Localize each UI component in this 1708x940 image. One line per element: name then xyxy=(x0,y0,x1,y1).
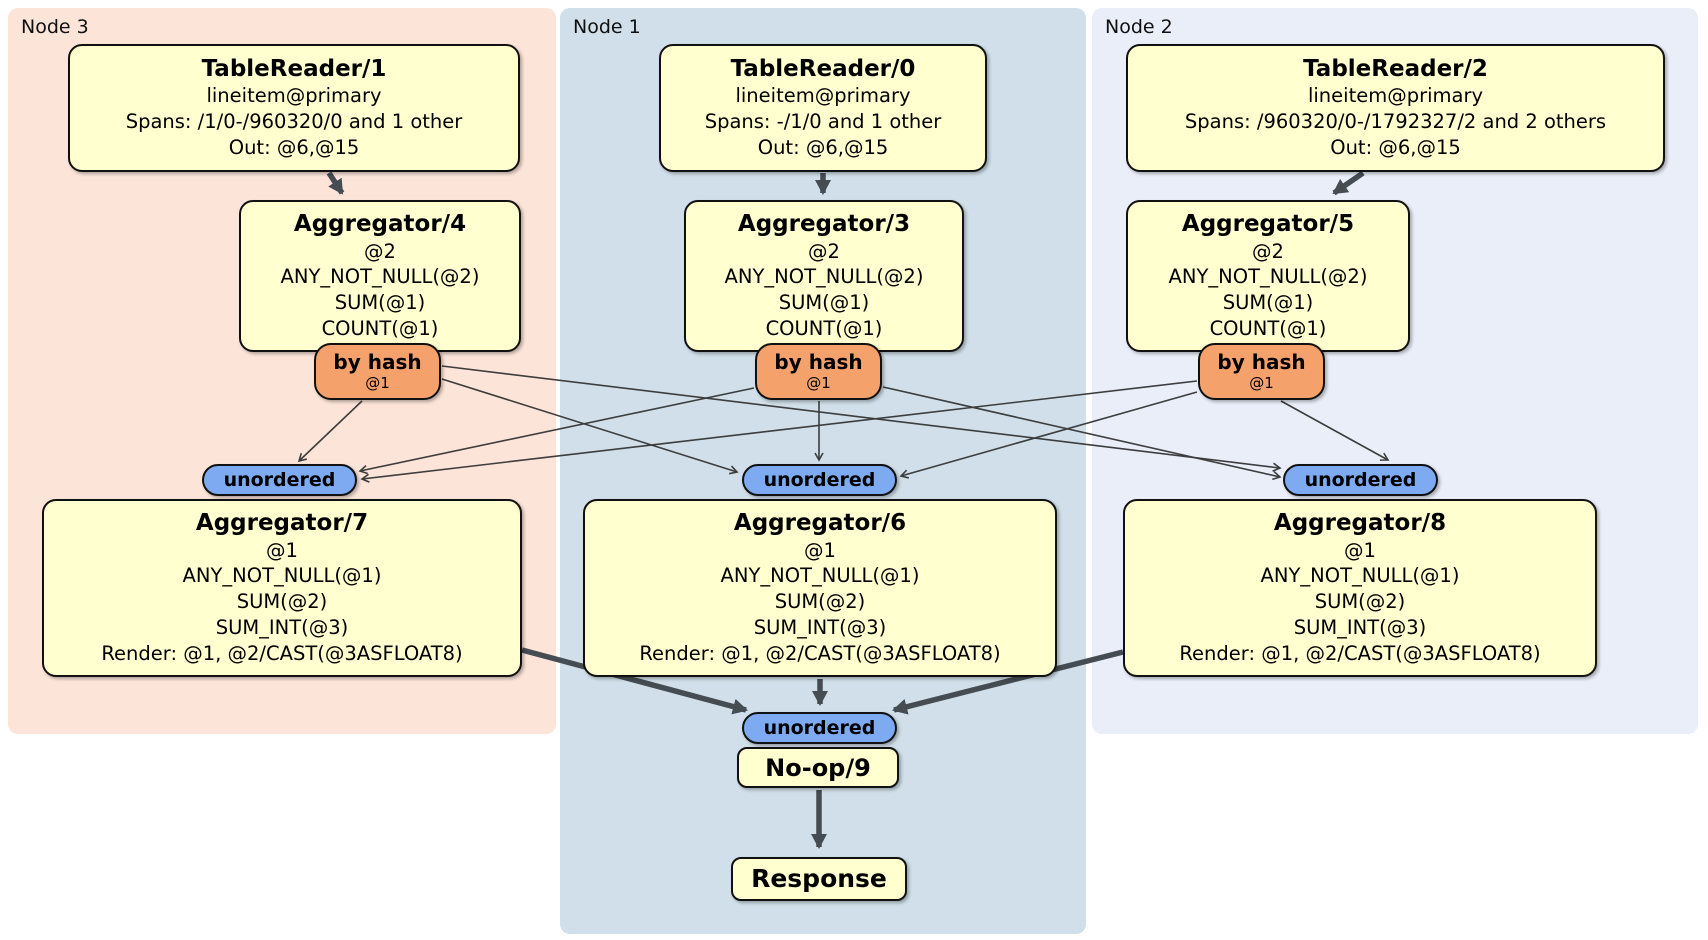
processor-detail-line: SUM(@2) xyxy=(774,590,866,614)
processor-detail-line: Out: @6,@15 xyxy=(757,136,889,160)
edge-hashrouter-right-to-sync-right xyxy=(1280,400,1390,461)
hash-router-label: by hash xyxy=(333,350,422,374)
processor-detail-line: SUM(@1) xyxy=(778,291,870,315)
processor-detail-line: Render: @1, @2/CAST(@3ASFLOAT8) xyxy=(101,642,463,666)
processor-detail-line: SUM(@2) xyxy=(1314,590,1406,614)
processor-detail-line: COUNT(@1) xyxy=(765,317,883,341)
processor-detail-line: Spans: -/1/0 and 1 other xyxy=(704,110,942,134)
edge-tablereader2-to-aggregator5 xyxy=(1332,170,1365,196)
edge-tablereader1-to-aggregator4 xyxy=(326,171,345,195)
processor-detail-line: COUNT(@1) xyxy=(1209,317,1327,341)
processor-detail-line: lineitem@primary xyxy=(206,84,382,108)
edge-hashrouter-left-to-sync-left xyxy=(297,400,363,463)
processor-detail-line: ANY_NOT_NULL(@2) xyxy=(1168,265,1368,289)
noop-box: No-op/9 xyxy=(737,747,899,788)
edge-hashrouter-right-to-sync-mid xyxy=(899,391,1198,479)
processor-detail-line: Render: @1, @2/CAST(@3ASFLOAT8) xyxy=(639,642,1001,666)
processor-detail-line: ANY_NOT_NULL(@1) xyxy=(1260,564,1460,588)
processor-detail-line: lineitem@primary xyxy=(735,84,911,108)
processor-title: Aggregator/6 xyxy=(733,509,907,536)
processor-detail-line: ANY_NOT_NULL(@2) xyxy=(280,265,480,289)
processor-detail-line: ANY_NOT_NULL(@1) xyxy=(182,564,382,588)
unordered-sync-left: unordered xyxy=(202,464,357,496)
processor-detail-line: SUM(@2) xyxy=(236,590,328,614)
processor-detail-line: SUM_INT(@3) xyxy=(753,616,887,640)
hash-router-detail: @1 xyxy=(365,374,390,392)
unordered-sync-mid: unordered xyxy=(742,464,897,496)
processor-title: Aggregator/7 xyxy=(195,509,369,536)
processor-detail-line: ANY_NOT_NULL(@1) xyxy=(720,564,920,588)
processor-title: Aggregator/5 xyxy=(1181,210,1355,237)
aggregator6-box: Aggregator/6 @1 ANY_NOT_NULL(@1) SUM(@2)… xyxy=(583,499,1057,677)
edge-hashrouter-left-to-sync-mid xyxy=(441,378,739,475)
unordered-sync-label: unordered xyxy=(1304,469,1417,491)
aggregator8-box: Aggregator/8 @1 ANY_NOT_NULL(@1) SUM(@2)… xyxy=(1123,499,1597,677)
processor-title: Response xyxy=(751,864,887,894)
hash-router-label: by hash xyxy=(1217,350,1306,374)
processor-detail-line: @2 xyxy=(1252,239,1284,263)
processor-detail-line: @2 xyxy=(808,239,840,263)
processor-detail-line: ANY_NOT_NULL(@2) xyxy=(724,265,924,289)
region-node2-label: Node 2 xyxy=(1105,16,1173,38)
hash-router-detail: @1 xyxy=(806,374,831,392)
processor-detail-line: SUM_INT(@3) xyxy=(1293,616,1427,640)
hash-router-left: by hash @1 xyxy=(314,343,441,400)
region-node3-label: Node 3 xyxy=(21,16,89,38)
tablereader0-box: TableReader/0 lineitem@primary Spans: -/… xyxy=(659,44,987,172)
processor-detail-line: COUNT(@1) xyxy=(321,317,439,341)
processor-detail-line: Out: @6,@15 xyxy=(228,136,360,160)
processor-detail-line: @1 xyxy=(804,538,836,562)
edge-hashrouter-left-to-sync-right xyxy=(441,365,1282,472)
processor-title: TableReader/1 xyxy=(201,55,387,82)
unordered-sync-label: unordered xyxy=(763,469,876,491)
edge-hashrouter-mid-to-sync-left xyxy=(358,387,755,475)
hash-router-label: by hash xyxy=(774,350,863,374)
processor-title: Aggregator/4 xyxy=(293,210,467,237)
hash-router-mid: by hash @1 xyxy=(755,343,882,400)
processor-title: No-op/9 xyxy=(765,753,871,782)
response-box: Response xyxy=(731,857,907,901)
aggregator5-box: Aggregator/5 @2 ANY_NOT_NULL(@2) SUM(@1)… xyxy=(1126,200,1410,352)
aggregator3-box: Aggregator/3 @2 ANY_NOT_NULL(@2) SUM(@1)… xyxy=(684,200,964,352)
edge-aggregator8-to-final-sync xyxy=(892,649,1124,715)
processor-title: Aggregator/8 xyxy=(1273,509,1447,536)
processor-detail-line: Spans: /1/0-/960320/0 and 1 other xyxy=(125,110,463,134)
processor-title: TableReader/0 xyxy=(730,55,916,82)
processor-detail-line: SUM(@1) xyxy=(1222,291,1314,315)
processor-detail-line: @1 xyxy=(266,538,298,562)
processor-title: TableReader/2 xyxy=(1303,55,1488,82)
processor-detail-line: Out: @6,@15 xyxy=(1330,136,1461,160)
processor-detail-line: Spans: /960320/0-/1792327/2 and 2 others xyxy=(1184,110,1607,134)
edge-hashrouter-mid-to-sync-right xyxy=(882,386,1282,481)
processor-detail-line: SUM_INT(@3) xyxy=(215,616,349,640)
region-node1-label: Node 1 xyxy=(573,16,641,38)
unordered-sync-right: unordered xyxy=(1283,464,1438,496)
processor-detail-line: @1 xyxy=(1344,538,1376,562)
aggregator4-box: Aggregator/4 @2 ANY_NOT_NULL(@2) SUM(@1)… xyxy=(239,200,521,352)
unordered-sync-label: unordered xyxy=(223,469,336,491)
aggregator7-box: Aggregator/7 @1 ANY_NOT_NULL(@1) SUM(@2)… xyxy=(42,499,522,677)
edge-aggregator7-to-final-sync xyxy=(521,647,748,715)
processor-detail-line: @2 xyxy=(364,239,396,263)
tablereader1-box: TableReader/1 lineitem@primary Spans: /1… xyxy=(68,44,520,172)
edge-hashrouter-right-to-sync-left xyxy=(360,380,1198,483)
hash-router-detail: @1 xyxy=(1249,374,1274,392)
processor-detail-line: Render: @1, @2/CAST(@3ASFLOAT8) xyxy=(1179,642,1541,666)
processor-title: Aggregator/3 xyxy=(737,210,911,237)
unordered-sync-label: unordered xyxy=(763,717,876,739)
processor-detail-line: SUM(@1) xyxy=(334,291,426,315)
processor-detail-line: lineitem@primary xyxy=(1307,84,1484,108)
hash-router-right: by hash @1 xyxy=(1198,343,1325,400)
unordered-sync-final: unordered xyxy=(742,712,897,744)
tablereader2-box: TableReader/2 lineitem@primary Spans: /9… xyxy=(1126,44,1665,172)
